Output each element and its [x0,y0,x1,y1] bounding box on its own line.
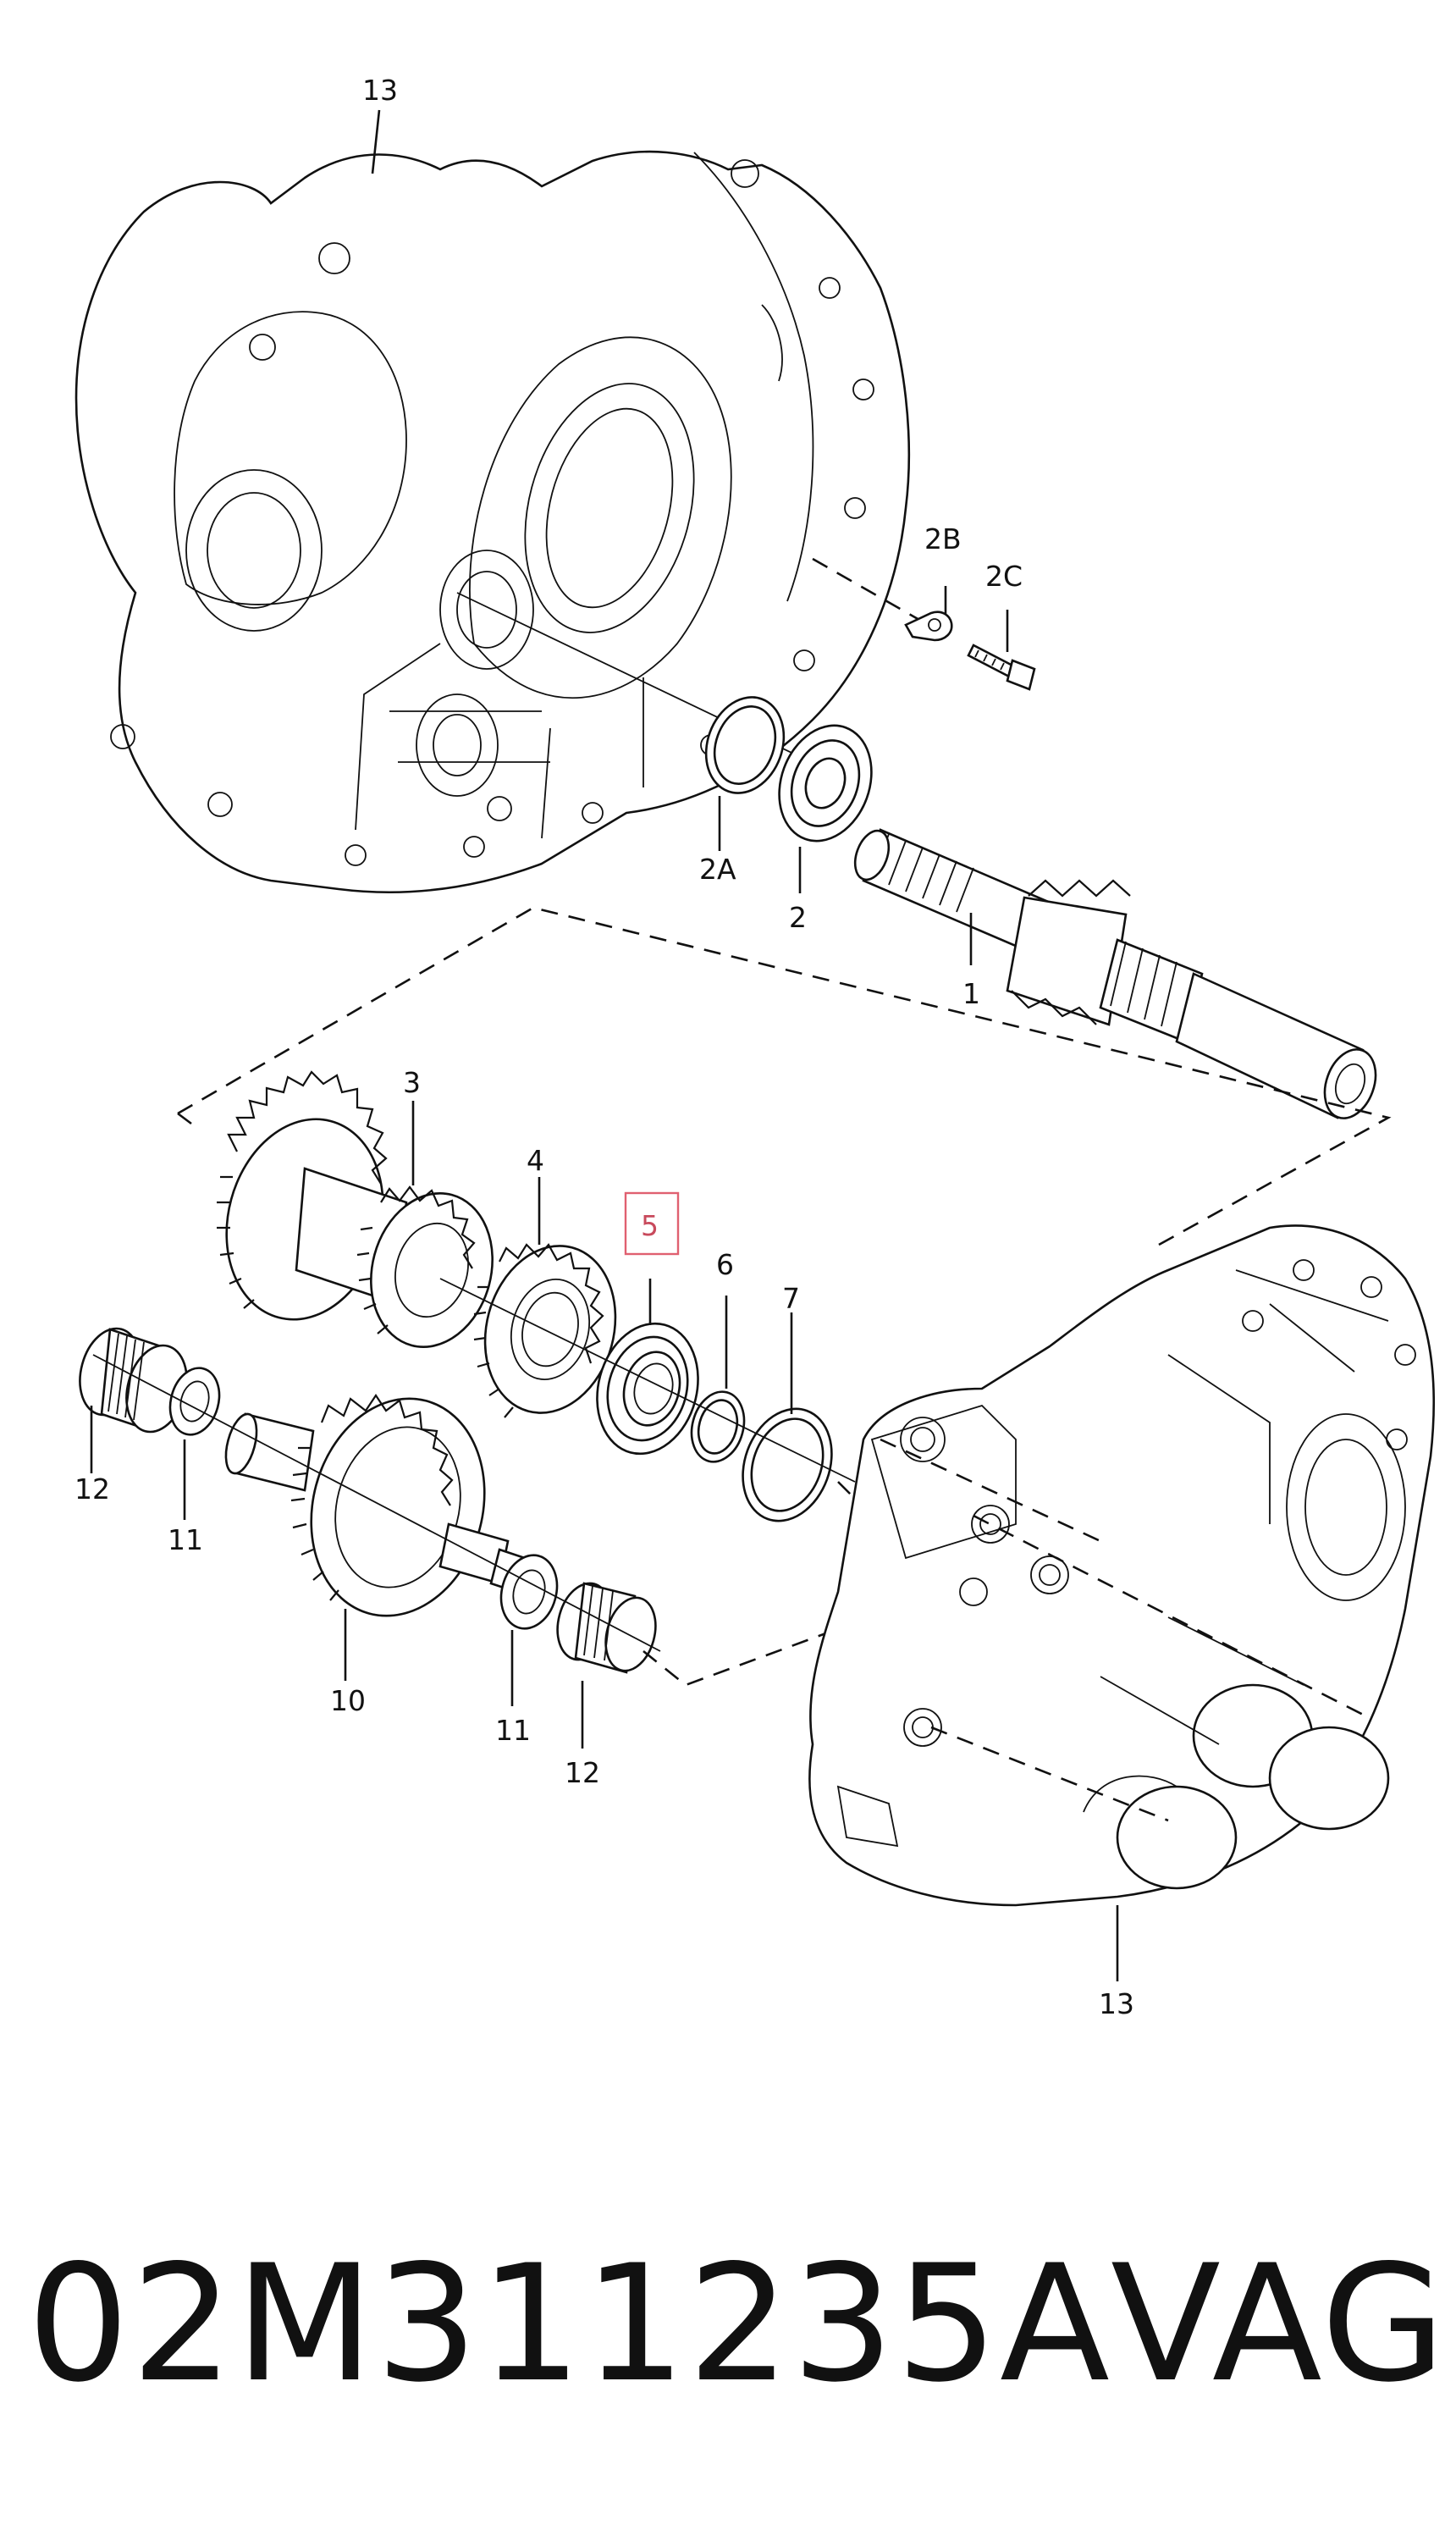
callout-2c: 2C [985,560,1023,593]
gear-part-4 [473,1243,617,1418]
callout-7: 7 [782,1282,800,1315]
top-dashed-reference [812,557,932,628]
lower-shaft-axis-line [92,1354,661,1652]
callout-5: 5 [641,1209,659,1242]
callout-10: 10 [330,1684,366,1717]
shim-part-7 [742,1407,833,1522]
callout-1: 1 [962,977,980,1010]
footer-caption: 02M311235A VAG [0,2168,1456,2422]
callout-2: 2 [789,901,807,934]
callout-2b: 2B [924,522,962,555]
callout-11-left: 11 [168,1523,203,1556]
brand-text: VAG [1111,2230,1448,2417]
circlip-part-6 [690,1390,746,1463]
callout-13-top: 13 [362,74,398,107]
bolt-part-2c [967,644,1036,691]
locking-plate-part-2b [904,611,953,642]
callout-4: 4 [527,1144,544,1177]
callout-12-left: 12 [74,1472,110,1506]
needle-bearing-part-12-bottom [556,1582,657,1674]
callout-6: 6 [716,1248,734,1281]
callout-5-highlight-box [624,1191,680,1256]
gearbox-housing-part-13-bottom [808,1224,1436,1907]
leader-lines [90,109,1119,1981]
callout-3: 3 [403,1066,421,1099]
middle-dashed-frame [177,906,1392,1251]
callout-12-bottom: 12 [565,1756,600,1789]
callout-2a: 2A [699,853,736,886]
bearing-part-5 [596,1322,699,1456]
washer-part-11-left [168,1367,221,1436]
gear-cluster-part-3 [217,1070,494,1348]
input-shaft-part-1 [853,828,1377,1119]
callout-11-bottom: 11 [495,1714,531,1747]
bearing-part-2 [778,724,873,843]
part-number-text: 02M311235A [27,2230,1111,2417]
callout-labels: 13 2B 2C 2A 2 1 3 4 5 6 7 12 11 10 11 12… [74,74,1134,2020]
middle-shaft-axis-line [439,1278,856,1483]
clutch-housing-part-13-top [74,150,911,894]
callout-13-bottom: 13 [1099,1987,1134,2020]
washer-part-11-bottom [499,1554,559,1630]
circlip-part-2a [704,696,786,794]
